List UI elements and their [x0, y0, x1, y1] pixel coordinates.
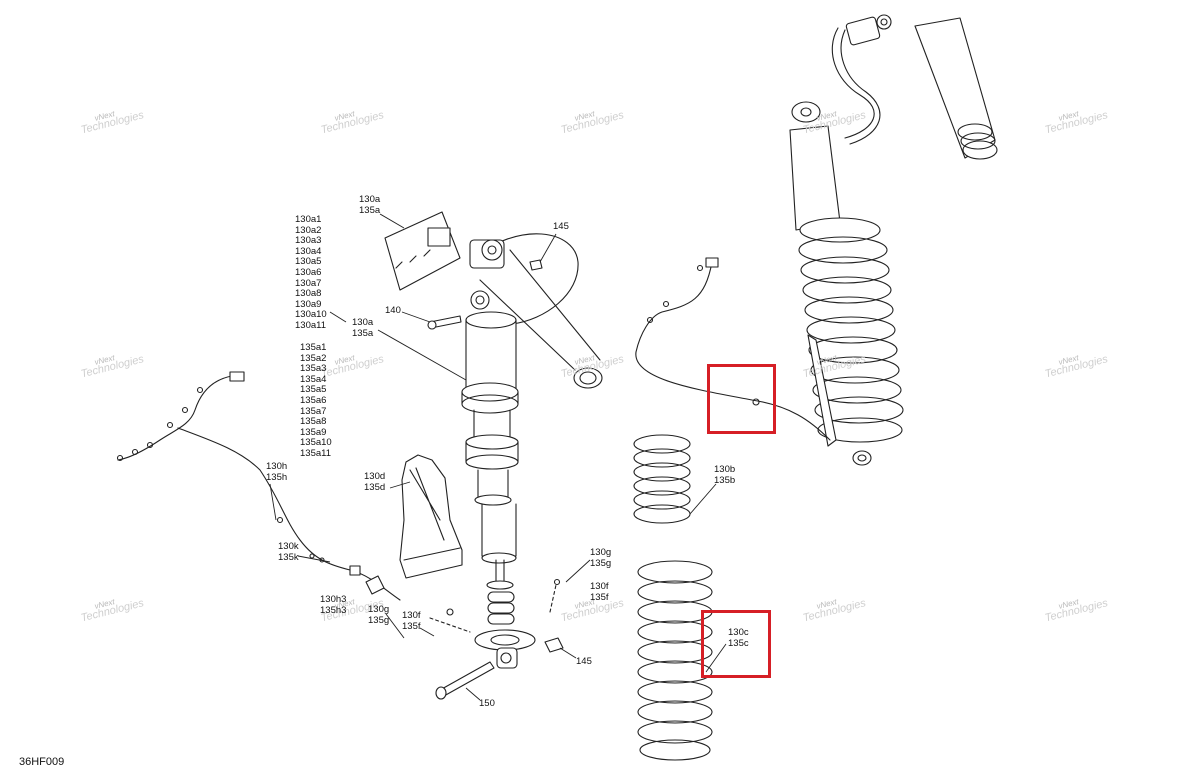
callout-list-130a: 130a1 130a2 130a3 130a4 130a5 130a6 130a… [295, 214, 327, 331]
callout-140: 140 [385, 305, 401, 316]
callout-145-top: 145 [553, 221, 569, 232]
callout-150: 150 [479, 698, 495, 709]
guard-part-130d [399, 454, 463, 579]
highlight-box-sensor[interactable] [707, 364, 776, 434]
callout-list-135a: 135a1 135a2 135a3 135a4 135a5 135a6 135a… [300, 342, 332, 459]
assembled-shock-right [789, 14, 998, 466]
exploded-shock-centre [384, 211, 603, 700]
assembled-spring-coils [798, 217, 904, 443]
sensor-harness-right [635, 257, 831, 441]
highlight-box-spring-130c[interactable] [701, 610, 771, 678]
callout-145-bottom: 145 [576, 656, 592, 667]
spring-130c [637, 560, 713, 761]
figure-code: 36HF009 [19, 756, 65, 768]
leader-lines [269, 213, 727, 701]
spring-130b [633, 434, 691, 524]
sensor-harness-left [116, 371, 401, 601]
